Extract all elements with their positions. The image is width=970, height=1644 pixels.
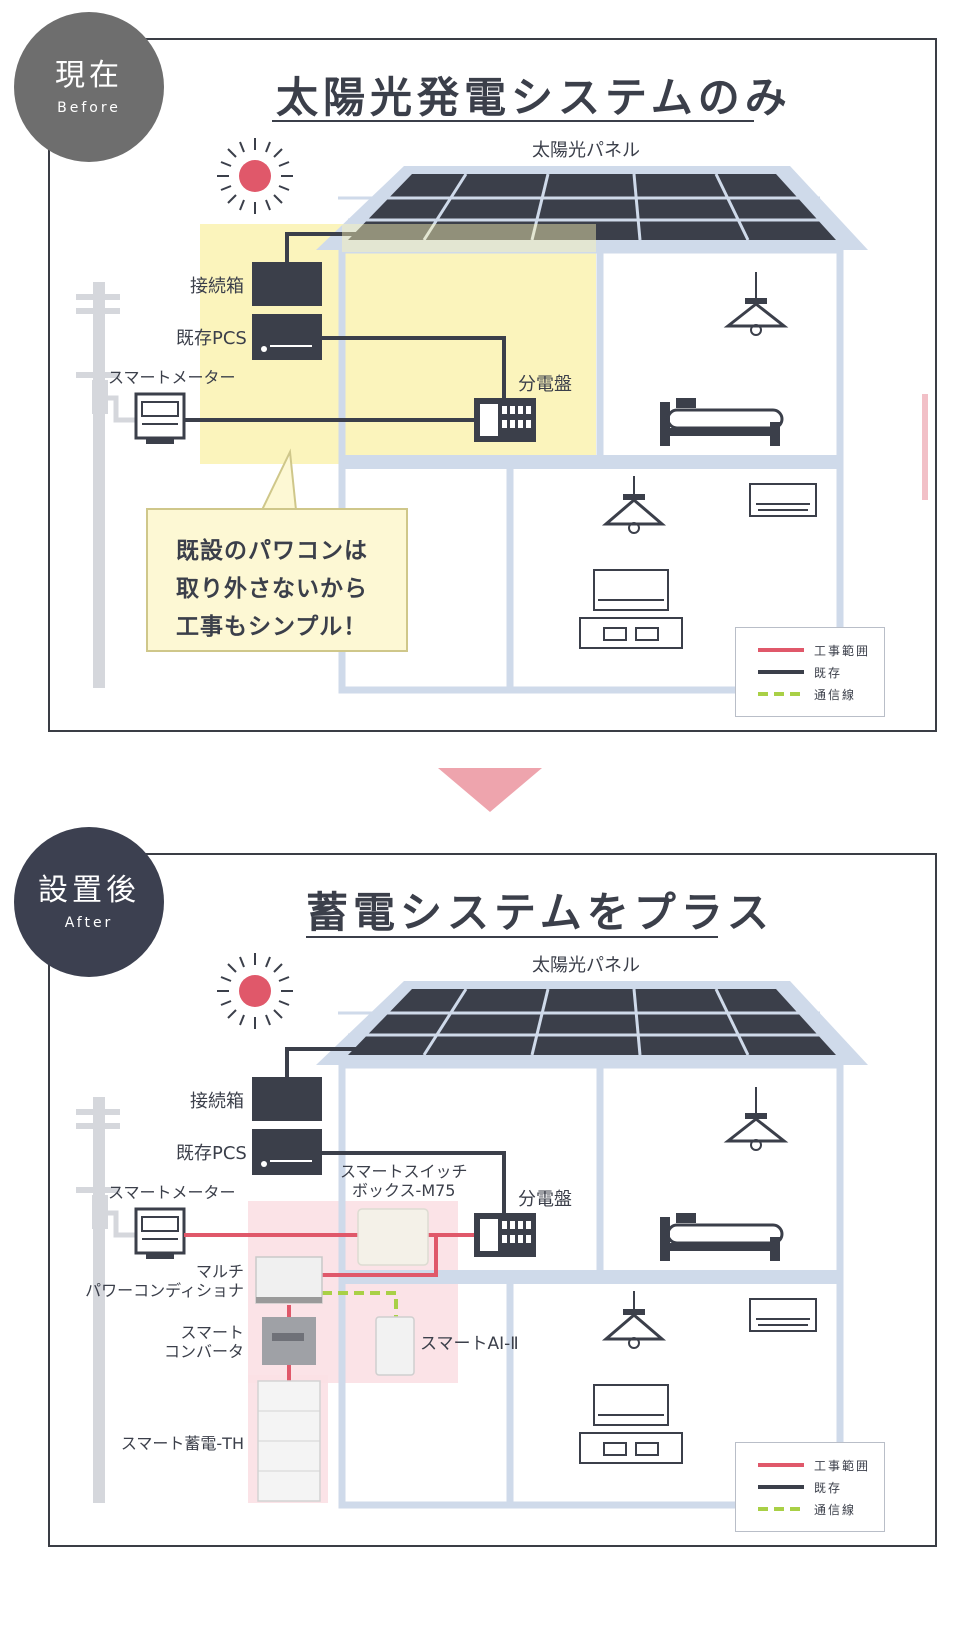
transition-arrow	[438, 768, 542, 812]
after-label-smart-battery: スマート蓄電-TH	[120, 1434, 244, 1453]
before-legend: 工事範囲 既存 通信線	[735, 627, 885, 717]
multi-pcs-line-2: パワーコンディショナ	[85, 1281, 244, 1301]
after-title: 蓄電システムをプラス	[306, 888, 774, 937]
after-badge-sub: After	[64, 914, 114, 931]
smart-converter-line-1: スマート	[180, 1323, 244, 1342]
smart-switch-line-1: スマートスイッチ	[340, 1162, 468, 1181]
before-title-underline	[272, 120, 754, 122]
before-title: 太陽光発電システムのみ	[276, 73, 792, 122]
callout-box: 既設のパワコンは 取り外さないから 工事もシンプル！	[146, 508, 408, 652]
after-label-smart-converter: スマート コンバータ	[164, 1323, 244, 1361]
callout-line-1: 既設のパワコンは	[176, 538, 368, 564]
before-badge-sub: Before	[57, 99, 121, 116]
after-panel	[48, 853, 937, 1547]
after-label-junction-box: 接続箱	[190, 1091, 244, 1112]
after-label-multi-pcs: マルチ パワーコンディショナ	[85, 1262, 244, 1300]
legend-comm-line: 通信線	[814, 687, 857, 702]
after-title-underline	[306, 936, 718, 938]
after-label-distribution-board: 分電盤	[518, 1189, 572, 1210]
after-label-smart-meter: スマートメーター	[108, 1183, 236, 1202]
before-badge: 現在 Before	[14, 12, 164, 162]
after-badge-main: 設置後	[38, 872, 140, 908]
callout-line-2: 取り外さないから	[176, 576, 368, 602]
before-label-distribution-board: 分電盤	[518, 374, 572, 395]
legend-work-scope: 工事範囲	[814, 643, 871, 658]
after-legend: 工事範囲 既存 通信線	[735, 1442, 885, 1532]
after-label-solar-panel: 太陽光パネル	[532, 955, 640, 976]
after-label-smart-switch: スマートスイッチ ボックス-M75	[340, 1162, 468, 1200]
after-badge: 設置後 After	[14, 827, 164, 977]
before-label-smart-meter: スマートメーター	[108, 368, 236, 387]
before-label-solar-panel: 太陽光パネル	[532, 140, 640, 161]
before-label-junction-box: 接続箱	[190, 276, 244, 297]
legend-existing-after: 既存	[814, 1480, 843, 1495]
multi-pcs-line-1: マルチ	[195, 1262, 244, 1281]
callout-line-3: 工事もシンプル！	[176, 614, 368, 640]
before-badge-main: 現在	[55, 57, 123, 93]
legend-existing: 既存	[814, 665, 843, 680]
after-label-existing-pcs: 既存PCS	[176, 1143, 247, 1164]
legend-comm-line-after: 通信線	[814, 1502, 857, 1517]
legend-work-scope-after: 工事範囲	[814, 1458, 871, 1473]
after-label-smart-ai: スマートAI-Ⅱ	[420, 1334, 519, 1354]
before-label-existing-pcs: 既存PCS	[176, 328, 247, 349]
smart-switch-line-2: ボックス-M75	[352, 1181, 456, 1201]
smart-converter-line-2: コンバータ	[163, 1342, 244, 1362]
